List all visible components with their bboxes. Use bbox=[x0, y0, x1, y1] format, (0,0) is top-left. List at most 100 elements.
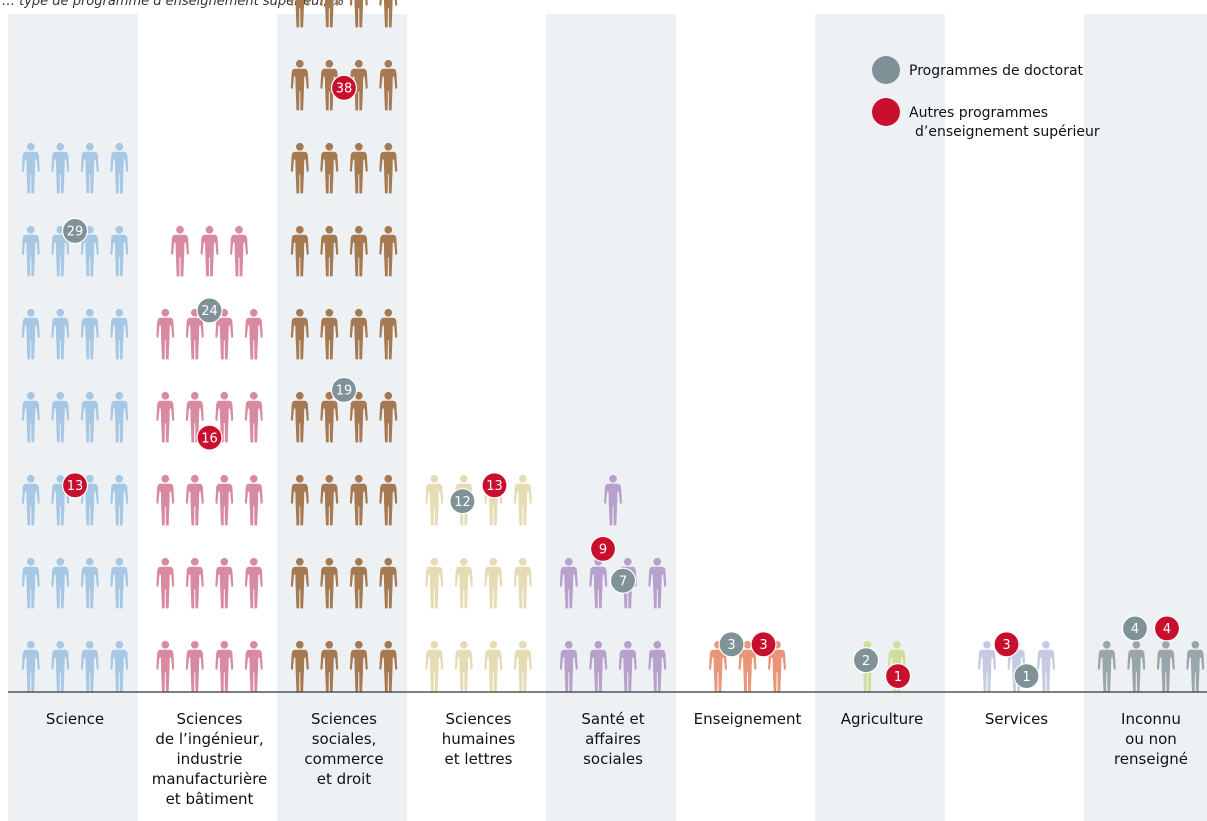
person-figure bbox=[156, 308, 175, 360]
doctorat-value-badge-label: 4 bbox=[1131, 622, 1139, 637]
autres-value-badge: 13 bbox=[61, 472, 89, 499]
legend-item-autres-swatch bbox=[872, 98, 900, 126]
autres-value-badge-circle bbox=[61, 472, 89, 499]
doctorat-value-badge-label: 7 bbox=[619, 575, 627, 590]
person-figure bbox=[156, 474, 175, 526]
autres-value-badge-label: 9 bbox=[599, 543, 607, 558]
doctorat-value-badge: 1 bbox=[1013, 662, 1040, 690]
category-label: Science bbox=[46, 710, 104, 728]
doctorat-value-badge-circle bbox=[196, 297, 223, 324]
autres-value-badge: 38 bbox=[330, 74, 358, 101]
autres-value-badge-circle bbox=[993, 631, 1020, 658]
figure-group bbox=[425, 474, 532, 692]
category-label: Services bbox=[985, 710, 1048, 728]
autres-value-badge-circle bbox=[750, 631, 777, 658]
person-figure bbox=[244, 557, 263, 609]
autres-value-badge-label: 16 bbox=[201, 431, 218, 446]
autres-value-badge-circle bbox=[1153, 615, 1181, 642]
person-figure bbox=[156, 391, 175, 443]
doctorat-value-badge-circle bbox=[61, 217, 89, 244]
category-label: Agriculture bbox=[841, 710, 924, 728]
person-figure bbox=[244, 308, 263, 360]
person-figure bbox=[244, 391, 263, 443]
autres-value-badge-label: 3 bbox=[759, 638, 767, 653]
autres-value-badge-label: 13 bbox=[67, 479, 84, 494]
person-figure bbox=[513, 557, 532, 609]
doctorat-value-badge-label: 1 bbox=[1022, 670, 1030, 685]
doctorat-value-badge-label: 19 bbox=[336, 384, 353, 399]
legend-item-doctorat-swatch bbox=[872, 56, 900, 84]
autres-value-badge: 13 bbox=[481, 472, 508, 499]
autres-value-badge-circle bbox=[196, 424, 223, 451]
doctorat-value-badge-circle bbox=[1121, 615, 1149, 642]
category-label: Enseignement bbox=[694, 710, 802, 728]
doctorat-value-badge: 2 bbox=[852, 647, 880, 674]
doctorat-value-badge-circle bbox=[609, 567, 637, 594]
person-figure bbox=[425, 474, 444, 526]
person-figure bbox=[454, 640, 473, 692]
autres-value-badge-label: 4 bbox=[1163, 622, 1171, 637]
person-figure bbox=[244, 474, 263, 526]
person-figure bbox=[215, 640, 234, 692]
autres-value-badge: 16 bbox=[196, 424, 223, 451]
doctorat-value-badge-label: 12 bbox=[454, 495, 471, 510]
doctorat-value-badge-circle bbox=[718, 631, 745, 658]
doctorat-value-badge-label: 24 bbox=[201, 304, 218, 319]
autres-value-badge-label: 38 bbox=[336, 82, 353, 97]
person-figure bbox=[425, 640, 444, 692]
doctorat-value-badge: 29 bbox=[61, 217, 89, 244]
person-figure bbox=[185, 557, 204, 609]
doctorat-value-badge-circle bbox=[330, 376, 358, 403]
doctorat-value-badge-circle bbox=[449, 488, 476, 515]
person-figure bbox=[978, 640, 996, 692]
person-figure bbox=[1037, 640, 1055, 692]
doctorat-value-badge-label: 3 bbox=[727, 638, 735, 653]
doctorat-value-badge: 12 bbox=[449, 488, 476, 515]
column-panel bbox=[546, 14, 676, 821]
doctorat-value-badge: 19 bbox=[330, 376, 358, 403]
person-figure bbox=[156, 557, 175, 609]
person-figure bbox=[171, 225, 189, 277]
person-figure bbox=[185, 474, 204, 526]
person-figure bbox=[425, 557, 444, 609]
autres-value-badge-label: 1 bbox=[894, 670, 902, 685]
person-figure bbox=[185, 640, 204, 692]
doctorat-value-badge-label: 2 bbox=[862, 654, 870, 669]
doctorat-value-badge: 4 bbox=[1121, 615, 1149, 642]
person-figure bbox=[484, 557, 503, 609]
autres-value-badge: 3 bbox=[750, 631, 777, 658]
person-figure bbox=[513, 474, 532, 526]
doctorat-value-badge: 3 bbox=[718, 631, 745, 658]
autres-value-badge-circle bbox=[330, 74, 358, 101]
autres-value-badge: 1 bbox=[884, 662, 912, 690]
autres-value-badge-circle bbox=[481, 472, 508, 499]
column-panel bbox=[1084, 14, 1207, 821]
column-panel bbox=[815, 14, 945, 821]
person-figure bbox=[215, 557, 234, 609]
figure-group bbox=[156, 225, 263, 692]
person-figure bbox=[484, 640, 503, 692]
doctorat-value-badge-label: 29 bbox=[67, 225, 84, 240]
autres-value-badge: 4 bbox=[1153, 615, 1181, 642]
doctorat-value-badge: 7 bbox=[609, 567, 637, 594]
doctorat-value-badge-circle bbox=[852, 647, 880, 674]
person-figure bbox=[244, 640, 263, 692]
person-figure bbox=[215, 474, 234, 526]
autres-value-badge-circle bbox=[884, 662, 912, 690]
autres-value-badge-label: 3 bbox=[1002, 638, 1010, 653]
chart-subtitle: … type de programme d’enseignement supér… bbox=[2, 0, 345, 9]
person-figure bbox=[230, 225, 248, 277]
person-figure bbox=[513, 640, 532, 692]
person-figure bbox=[200, 225, 219, 277]
autres-value-badge-label: 13 bbox=[486, 479, 503, 494]
